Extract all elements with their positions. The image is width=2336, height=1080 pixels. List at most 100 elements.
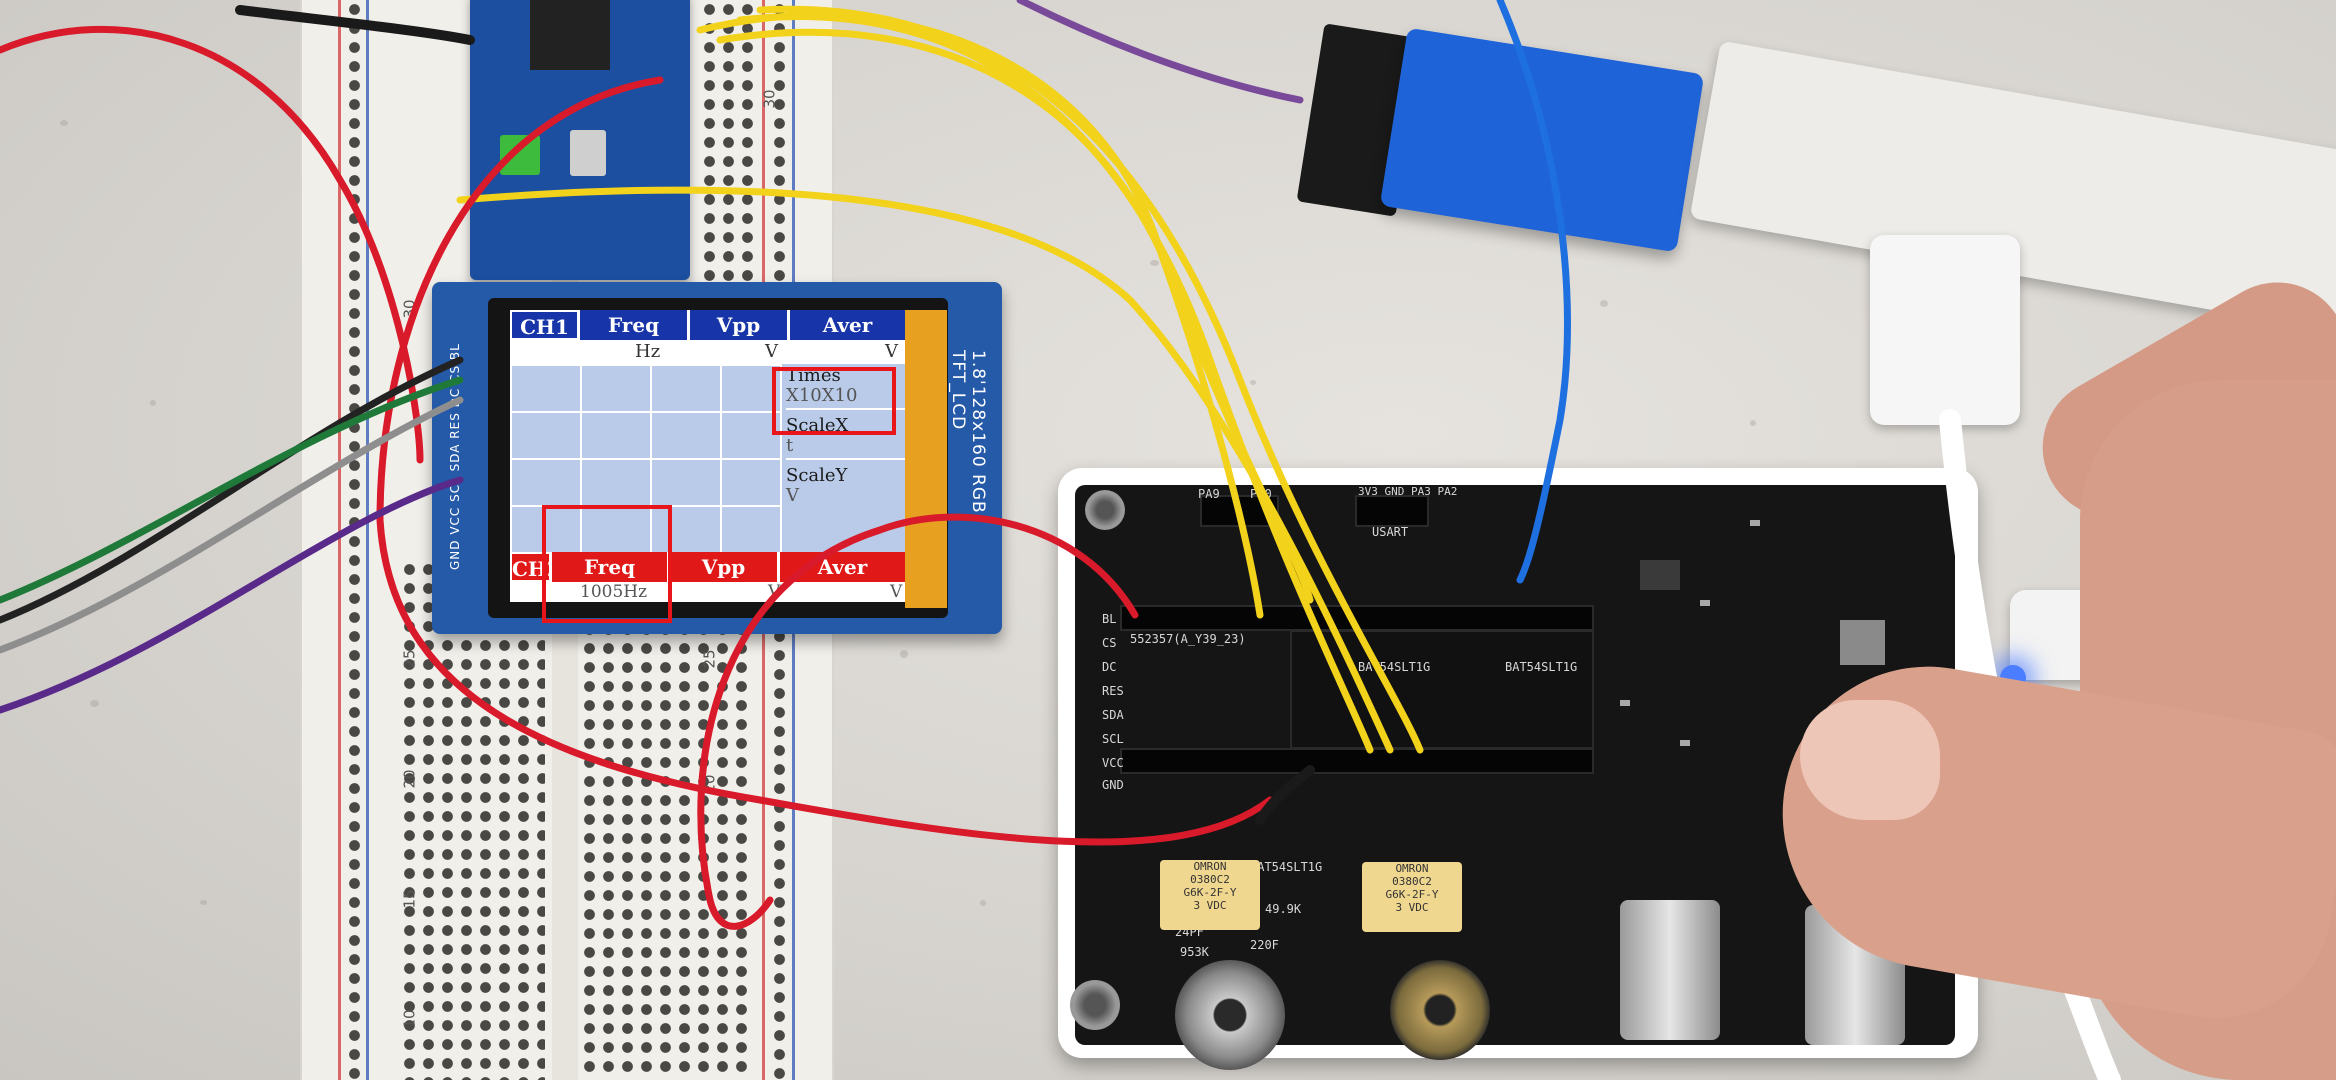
silk-usart: USART	[1372, 525, 1409, 539]
divider	[786, 408, 905, 410]
mounting-screw	[1085, 490, 1125, 530]
red-wire	[697, 513, 1139, 930]
breadboard-holes	[345, 0, 367, 1080]
ch1-header-row: CH1 Freq Vpp Aver	[510, 310, 905, 340]
smd-part	[1750, 520, 1760, 526]
bnc-connector	[1390, 960, 1490, 1060]
speckle	[1150, 260, 1159, 266]
mcu-reset-button	[570, 130, 606, 176]
black-wire	[235, 5, 475, 45]
times-value: X10X10	[786, 385, 858, 406]
silk-pin-sda: SDA	[1102, 708, 1124, 722]
trimmer	[1640, 560, 1680, 590]
relay: OMRON 0380C2 G6K-2F-Y 3 VDC	[1362, 862, 1462, 932]
blue-wire	[1496, 0, 1571, 584]
speckle	[980, 900, 986, 906]
yellow-wire	[716, 28, 1314, 604]
silk-pin-gnd: GND	[1102, 778, 1124, 792]
ch1-aver-unit: V	[885, 341, 898, 362]
speckle	[1250, 380, 1256, 385]
silk-pin-scl: SCL	[1102, 732, 1124, 746]
silk-pin-bl: BL	[1102, 612, 1117, 626]
speckle	[200, 900, 207, 905]
breadboard-power-rail	[338, 0, 341, 1080]
silk-pin-vcc: VCC	[1102, 756, 1124, 770]
yellow-wire	[756, 5, 1424, 754]
ch1-values-row: Hz V V	[510, 340, 905, 364]
relay-model: G6K-2F-Y	[1183, 886, 1237, 899]
ch2-aver-unit: V	[890, 582, 903, 602]
breadboard-holes	[700, 0, 760, 290]
ch2-header-row: CH2 Freq Vpp Aver	[510, 552, 905, 582]
green-wire	[0, 376, 464, 604]
yellow-wire	[696, 11, 1264, 619]
silk-diode: BAT54SLT1G	[1250, 860, 1323, 874]
ch2-vpp-header: Vpp	[670, 552, 780, 582]
silk-resistor: 49.9K	[1265, 902, 1302, 916]
grey-wire	[0, 396, 464, 654]
silk-serial: 552357(A_Y39_23)	[1130, 632, 1246, 646]
yellow-wire	[736, 13, 1374, 754]
smd-part	[1620, 700, 1630, 706]
relay-voltage: 3 VDC	[1395, 901, 1429, 914]
thumb-nail	[1800, 700, 1940, 820]
relay-model: G6K-2F-Y	[1385, 888, 1439, 901]
ch1-label: CH1	[510, 310, 580, 340]
smd-part	[1700, 600, 1710, 606]
relay-lot: 0380C2	[1190, 873, 1230, 886]
ch2-freq-value: 1005Hz	[580, 582, 648, 602]
yellow-wire	[456, 186, 1394, 754]
purple-wire	[1016, 0, 1304, 104]
scale-x-value: t	[786, 435, 794, 456]
silk-pin-cs: CS	[1102, 636, 1117, 650]
lcd-module-label: 1.8'128x160 RGB TFT_LCD	[948, 350, 988, 514]
speckle	[900, 650, 908, 658]
mounting-screw	[1070, 980, 1120, 1030]
scale-x-label: ScaleX	[786, 415, 849, 436]
ch1-freq-unit: Hz	[635, 341, 661, 362]
speckle	[1600, 300, 1608, 307]
black-wire	[1255, 765, 1315, 825]
mcu-chip	[530, 0, 610, 70]
bnc-connector	[1175, 960, 1285, 1070]
purple-wire	[0, 476, 464, 714]
pin-header	[1120, 748, 1594, 774]
silk-usart-pins: 3V3 GND PA3 PA2	[1358, 485, 1458, 498]
ch1-freq-header: Freq	[580, 310, 690, 340]
relay: OMRON 0380C2 G6K-2F-Y 3 VDC	[1160, 860, 1260, 930]
relay-brand: OMRON	[1193, 860, 1227, 873]
relay-voltage: 3 VDC	[1193, 899, 1227, 912]
mcu-board	[470, 0, 690, 280]
silk-pin-res: RES	[1102, 684, 1124, 698]
speckle	[60, 120, 68, 126]
rotary-encoder-knob	[1620, 900, 1720, 1040]
speckle	[150, 400, 156, 406]
ch2-freq-header: Freq	[552, 552, 670, 582]
breadboard-ground-rail	[366, 0, 369, 1080]
red-wire	[376, 76, 1274, 846]
silk-resistor: 953K	[1180, 945, 1209, 959]
ch1-aver-header: Aver	[790, 310, 905, 340]
waveform-grid	[510, 364, 780, 552]
silk-pa9: PA9	[1198, 487, 1220, 501]
scale-y-value: V	[786, 485, 799, 506]
ch1-vpp-unit: V	[765, 341, 778, 362]
smd-part	[1680, 740, 1690, 746]
usart-header	[1355, 495, 1429, 527]
black-wire	[0, 356, 464, 624]
ch2-freq-highlight-box	[542, 505, 672, 623]
scale-y-label: ScaleY	[786, 465, 848, 486]
silk-pin-dc: DC	[1102, 660, 1117, 674]
divider	[786, 458, 905, 460]
ch2-values-row: 1005Hz V V	[510, 582, 905, 602]
speckle	[90, 700, 99, 707]
ic-chip	[1840, 620, 1885, 665]
relay-lot: 0380C2	[1392, 875, 1432, 888]
ch2-aver-header: Aver	[780, 552, 905, 582]
times-highlight-box	[772, 367, 896, 435]
ch1-vpp-header: Vpp	[690, 310, 790, 340]
usb-a-plug	[1870, 235, 2020, 425]
lcd-flex-cable	[905, 310, 947, 608]
silk-resistor: 220F	[1250, 938, 1279, 952]
